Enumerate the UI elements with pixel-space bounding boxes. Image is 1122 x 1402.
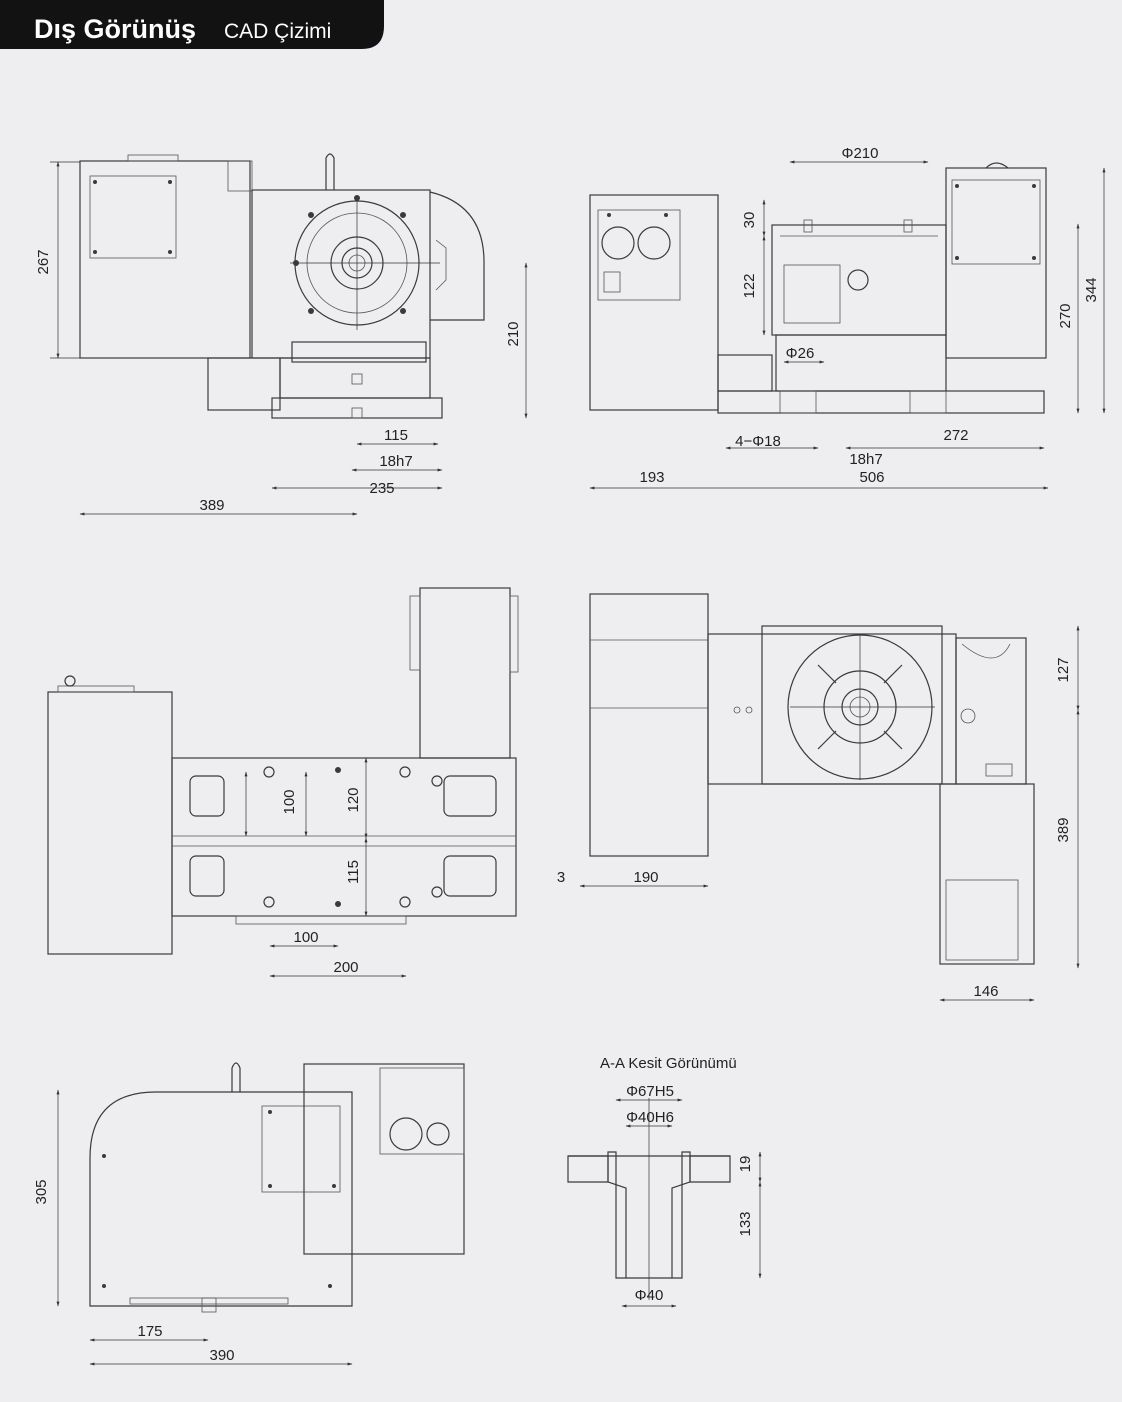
dim-100-bottom: 100 (293, 929, 318, 946)
dim-phi210: Φ210 (842, 145, 879, 162)
front-view (79, 153, 485, 419)
dim-390: 390 (209, 1347, 234, 1364)
dim-120: 120 (345, 787, 362, 812)
dim-506: 506 (859, 469, 884, 486)
dim-270: 270 (1057, 303, 1074, 328)
section-aa: A-A Kesit Görünümü (567, 1055, 737, 1300)
header-tab: Dış Görünüş CAD Çizimi (0, 0, 384, 49)
dim-389-front: 389 (199, 497, 224, 514)
dim-175: 175 (137, 1323, 162, 1340)
dimension-labels: 267 210 389 115 18h7 235 Φ210 30 122 Φ26… (33, 145, 1100, 1364)
dim-4-phi18: 4−Φ18 (735, 433, 781, 450)
dim-389-plan: 389 (1055, 817, 1072, 842)
dim-305: 305 (33, 1179, 50, 1204)
dim-127: 127 (1055, 657, 1072, 682)
side-view (589, 162, 1047, 414)
dimension-lines (50, 160, 1106, 1366)
dim-phi40h6: Φ40H6 (626, 1109, 674, 1126)
section-title: A-A Kesit Görünümü (600, 1055, 737, 1072)
dim-146: 146 (973, 983, 998, 1000)
dim-18h7-side: 18h7 (849, 451, 882, 468)
dim-122: 122 (741, 273, 758, 298)
back-view (89, 1062, 465, 1313)
dim-267: 267 (35, 249, 52, 274)
dim-phi40: Φ40 (635, 1287, 664, 1304)
dim-344: 344 (1083, 277, 1100, 302)
dim-193: 193 (639, 469, 664, 486)
plan-view-left (47, 587, 519, 955)
dim-115-plan: 115 (345, 860, 362, 884)
header-subtitle: CAD Çizimi (224, 20, 331, 43)
dim-100-plan: 100 (281, 789, 298, 814)
dim-phi26: Φ26 (786, 345, 815, 362)
plan-view-right (589, 593, 1035, 965)
dim-3: 3 (557, 869, 565, 886)
dim-210: 210 (505, 321, 522, 346)
dim-30: 30 (741, 212, 758, 229)
dim-200: 200 (333, 959, 358, 976)
header-title: Dış Görünüş (34, 14, 196, 44)
dim-235: 235 (369, 480, 394, 497)
dim-133: 133 (737, 1211, 754, 1236)
dim-190: 190 (633, 869, 658, 886)
dim-phi67h5: Φ67H5 (626, 1083, 674, 1100)
dim-19: 19 (737, 1156, 754, 1173)
dim-115-front: 115 (384, 427, 408, 444)
dim-272: 272 (943, 427, 968, 444)
dim-18h7-front: 18h7 (379, 453, 412, 470)
